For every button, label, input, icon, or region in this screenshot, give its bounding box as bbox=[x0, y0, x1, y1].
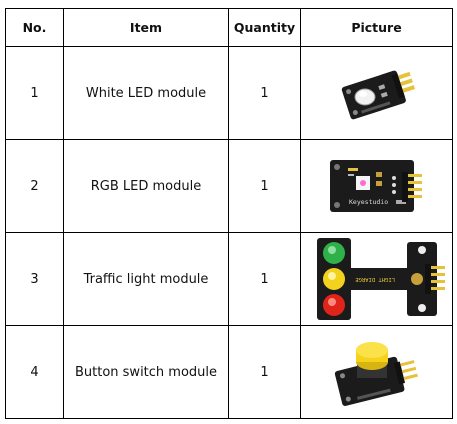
parts-table: No. Item Quantity Picture 1 White LED mo… bbox=[5, 8, 453, 419]
row-quantity: 1 bbox=[228, 325, 301, 419]
table-row: 4 Button switch module 1 bbox=[5, 325, 453, 419]
row-item: Button switch module bbox=[63, 325, 229, 419]
row-item: RGB LED module bbox=[63, 139, 229, 233]
row-quantity: 1 bbox=[228, 139, 301, 233]
row-picture: LIGHT DIARGE bbox=[300, 232, 453, 326]
table-header-row: No. Item Quantity Picture bbox=[5, 8, 453, 47]
row-number: 1 bbox=[5, 46, 64, 140]
header-item: Item bbox=[63, 8, 229, 47]
row-quantity: 1 bbox=[228, 46, 301, 140]
button-switch-module-icon bbox=[334, 342, 418, 406]
row-picture bbox=[300, 46, 453, 140]
header-no: No. bbox=[5, 8, 64, 47]
row-number: 2 bbox=[5, 139, 64, 233]
white-led-module-icon bbox=[341, 70, 415, 120]
header-picture: Picture bbox=[300, 8, 453, 47]
row-item: Traffic light module bbox=[63, 232, 229, 326]
row-item: White LED module bbox=[63, 46, 229, 140]
traffic-silk-text: LIGHT DIARGE bbox=[355, 276, 395, 282]
row-picture bbox=[300, 325, 453, 419]
row-picture: Keyestudio bbox=[300, 139, 453, 233]
traffic-light-module-icon: LIGHT DIARGE bbox=[316, 238, 445, 320]
rgb-led-module-icon: Keyestudio bbox=[329, 160, 422, 212]
table-row: 2 RGB LED module 1 Keyestudio bbox=[5, 139, 453, 233]
row-quantity: 1 bbox=[228, 232, 301, 326]
row-number: 3 bbox=[5, 232, 64, 326]
table-row: 3 Traffic light module 1 bbox=[5, 232, 453, 326]
table-row: 1 White LED module 1 bbox=[5, 46, 453, 140]
row-number: 4 bbox=[5, 325, 64, 419]
header-quantity: Quantity bbox=[228, 8, 301, 47]
rgb-silk-text: Keyestudio bbox=[349, 198, 388, 206]
